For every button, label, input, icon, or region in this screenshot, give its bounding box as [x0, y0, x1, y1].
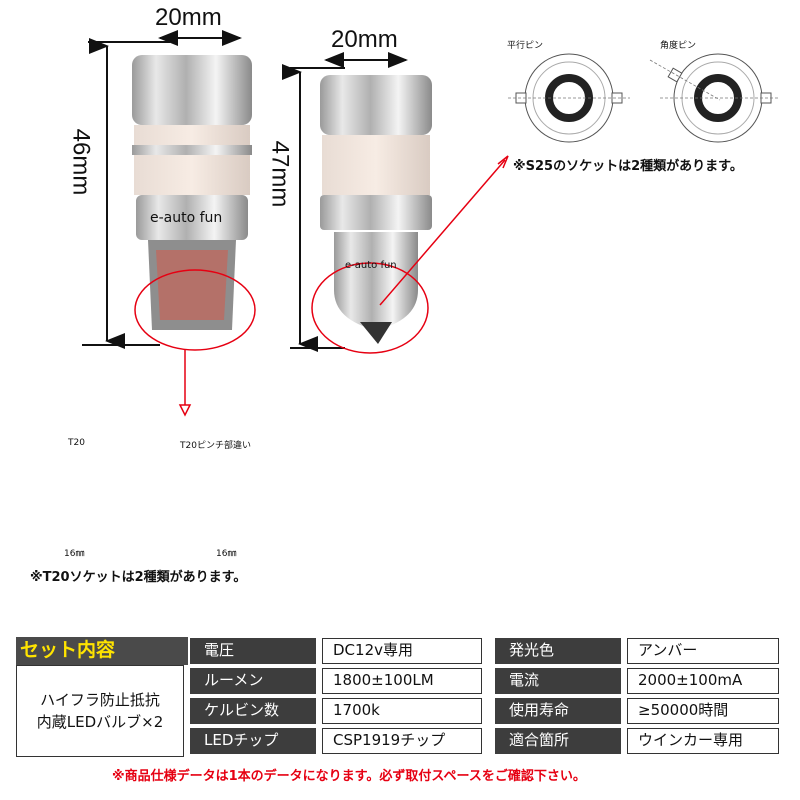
spec-row: ケルビン数 1700k [190, 697, 490, 727]
spec-row: 適合箇所 ウインカー専用 [495, 727, 785, 757]
spec-label: LEDチップ [190, 728, 316, 754]
spec-value: 1800±100LM [322, 668, 482, 694]
s25-note: ※S25のソケットは2種類があります。 [513, 159, 743, 174]
left-width-label: 20mm [155, 4, 222, 31]
spec-table-right: 発光色 アンバー 電流 2000±100mA 使用寿命 ≥50000時間 適合箇… [495, 637, 785, 757]
spec-row: LEDチップ CSP1919チップ [190, 727, 490, 757]
spec-label: 発光色 [495, 638, 621, 664]
spec-label: 電圧 [190, 638, 316, 664]
spec-label: 適合箇所 [495, 728, 621, 754]
spec-label: ケルビン数 [190, 698, 316, 724]
right-width-label: 20mm [331, 26, 398, 53]
spec-label: 電流 [495, 668, 621, 694]
s25-socket-diagram-parallel [508, 53, 630, 143]
set-contents-line1: ハイフラ防止抵抗 [40, 691, 160, 709]
spec-row: 使用寿命 ≥50000時間 [495, 697, 785, 727]
spec-row: 電流 2000±100mA [495, 667, 785, 697]
left-height-label: 46mm [67, 128, 95, 196]
set-contents-title: セット内容 [16, 637, 188, 665]
footer-note: ※商品仕様データは1本のデータになります。必ず取付スペースをご確認下さい。 [112, 769, 586, 784]
spec-value: ウインカー専用 [627, 728, 779, 754]
spec-row: 電圧 DC12v専用 [190, 637, 490, 667]
t20-bulb-image [132, 55, 252, 330]
set-contents-line2: 内蔵LEDバルブ×2 [36, 713, 164, 731]
t20-label-b: T20ピンチ部違い [180, 441, 251, 451]
angle-pin-label: 角度ピン [660, 41, 697, 51]
spec-value: ≥50000時間 [627, 698, 779, 724]
s25-socket-diagram-angle [649, 53, 778, 143]
t20-width-b: 16㎜ [216, 549, 237, 559]
spec-label: ルーメン [190, 668, 316, 694]
spec-value: CSP1919チップ [322, 728, 482, 754]
t20-label-a: T20 [68, 438, 85, 448]
t20-note: ※T20ソケットは2種類があります。 [30, 570, 247, 585]
set-contents-box: ハイフラ防止抵抗 内蔵LEDバルブ×2 [16, 665, 184, 757]
spec-value: DC12v専用 [322, 638, 482, 664]
s25-bulb-image [320, 75, 432, 344]
spec-value: アンバー [627, 638, 779, 664]
spec-value: 2000±100mA [627, 668, 779, 694]
t20-width-a: 16㎜ [64, 549, 85, 559]
right-height-label: 47mm [266, 140, 294, 208]
left-brand-text: e-auto fun [150, 210, 223, 226]
dimension-lines [82, 30, 778, 417]
spec-row: ルーメン 1800±100LM [190, 667, 490, 697]
spec-value: 1700k [322, 698, 482, 724]
spec-label: 使用寿命 [495, 698, 621, 724]
right-brand-text: e-auto fun [345, 260, 397, 271]
parallel-pin-label: 平行ピン [507, 41, 544, 51]
spec-row: 発光色 アンバー [495, 637, 785, 667]
spec-table-left: 電圧 DC12v専用 ルーメン 1800±100LM ケルビン数 1700k L… [190, 637, 490, 757]
